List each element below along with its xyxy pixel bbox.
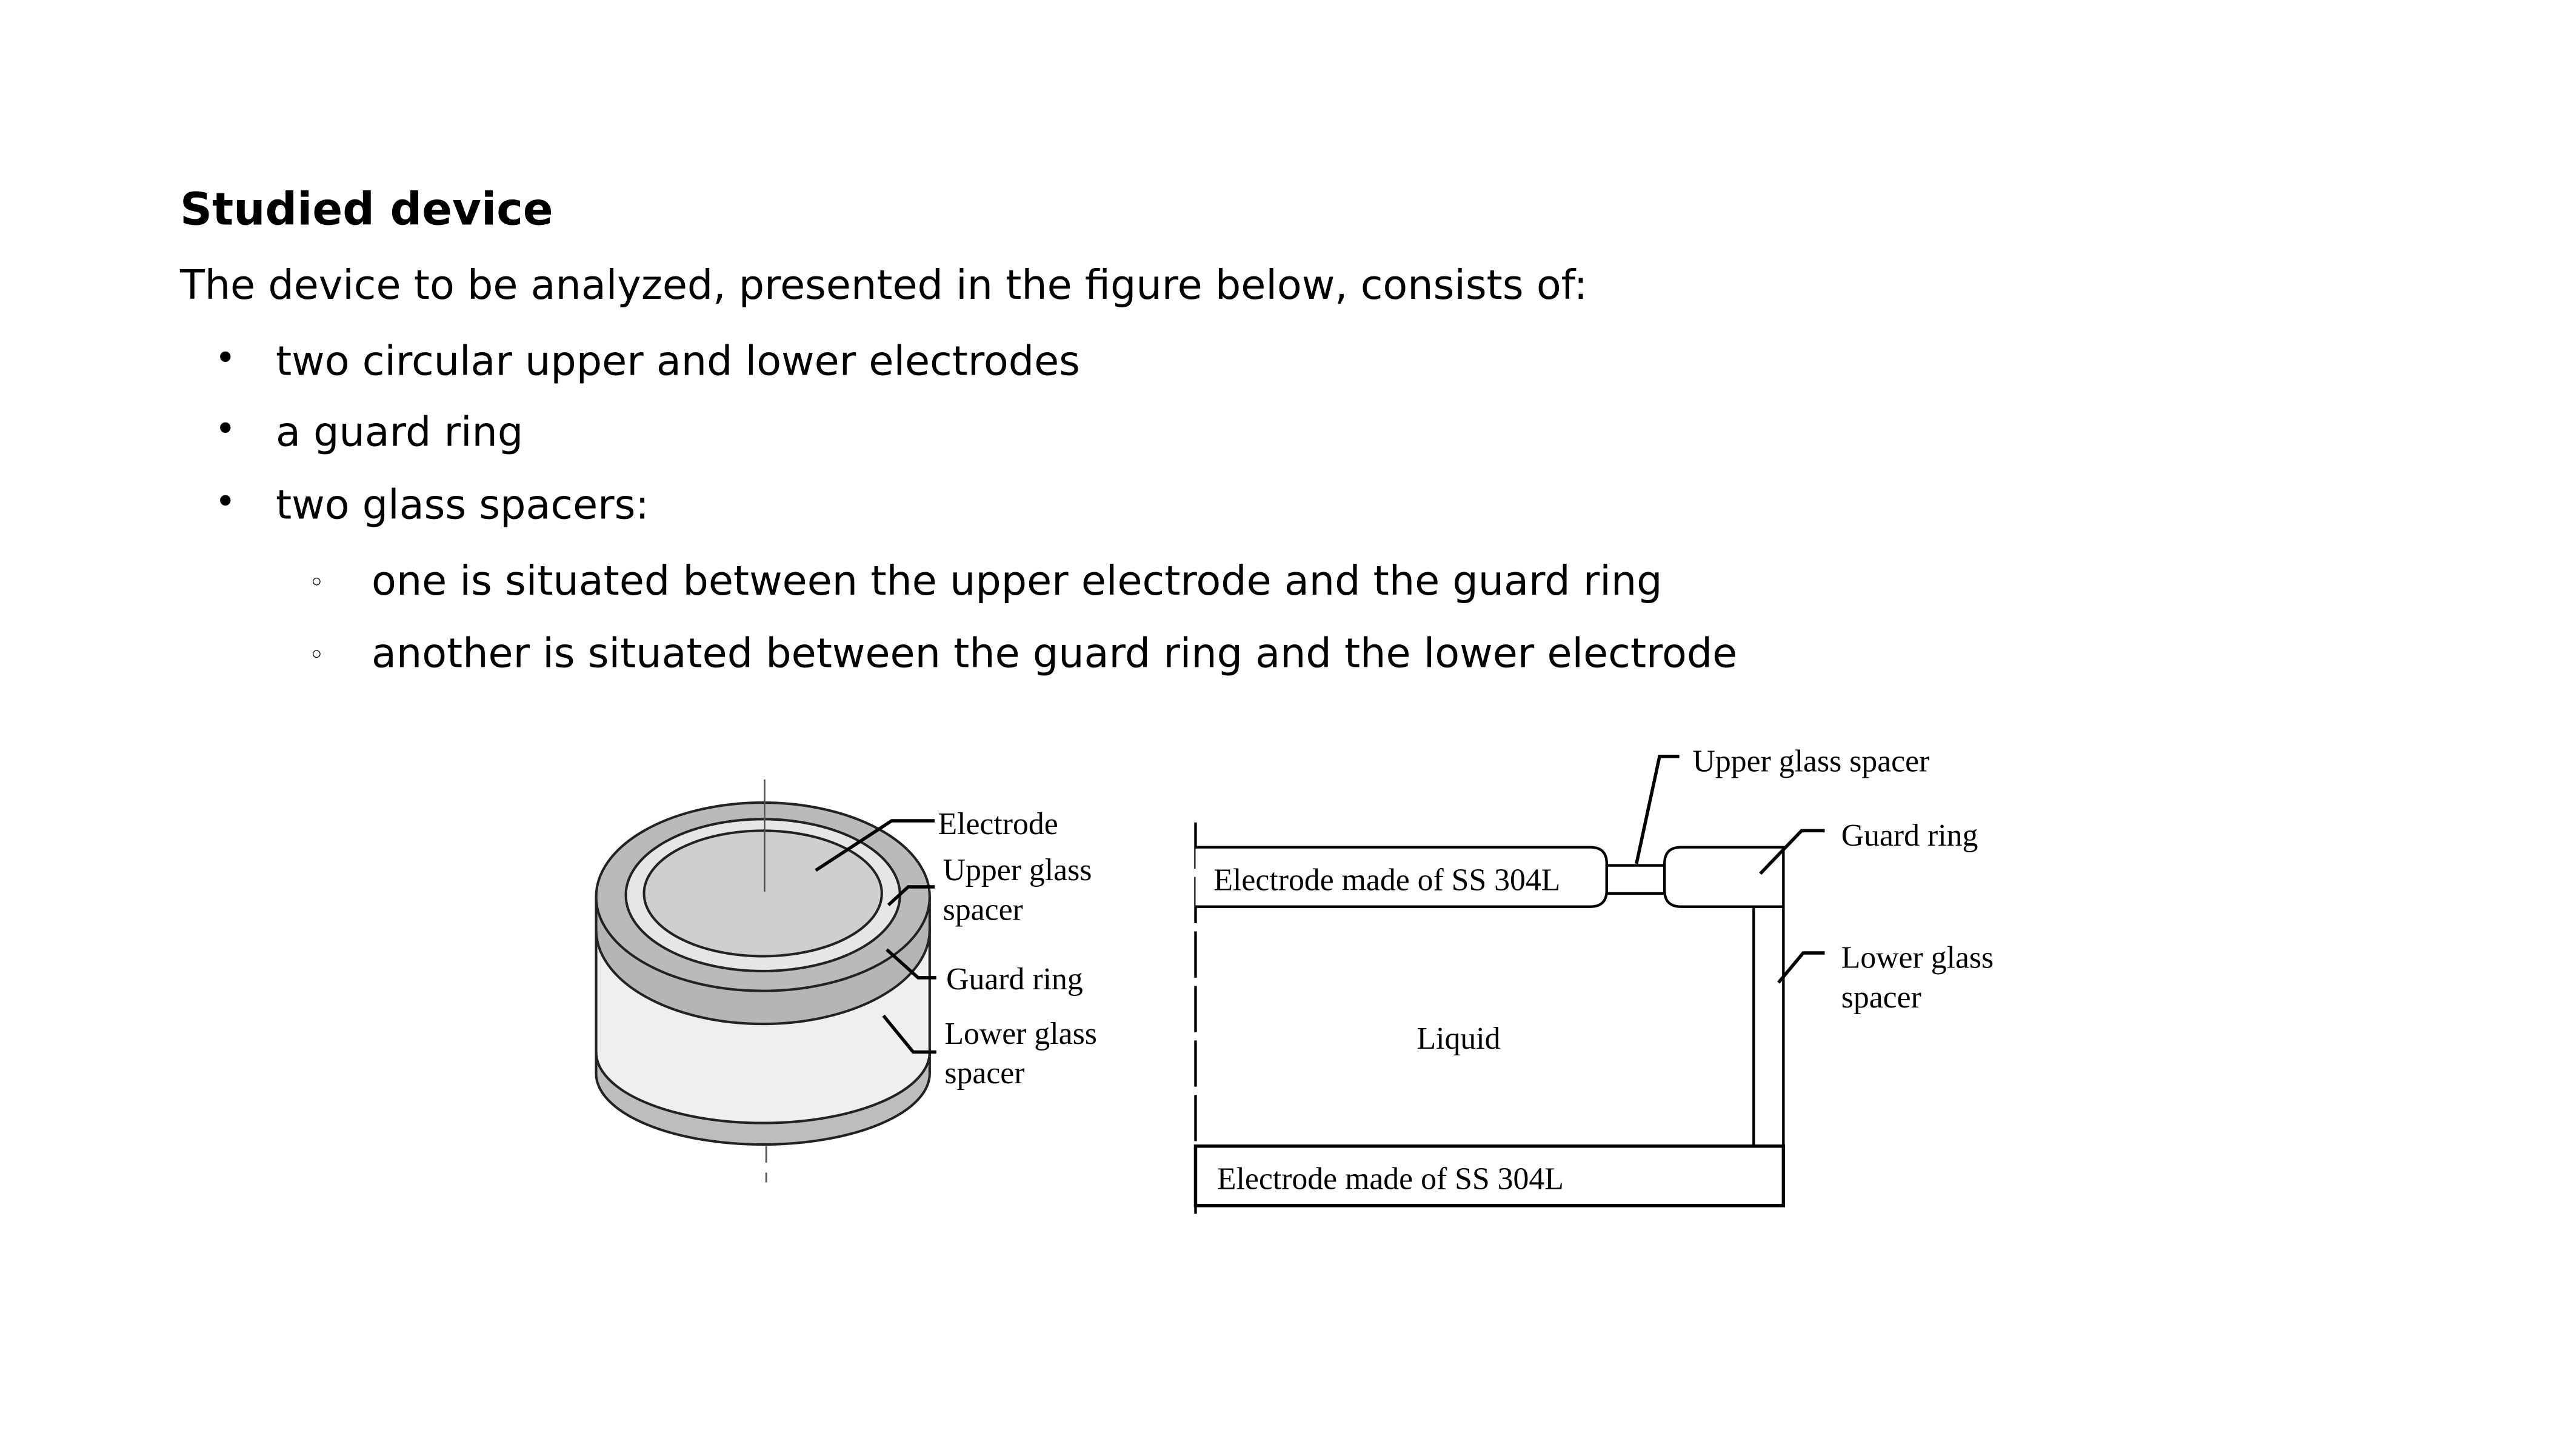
sub-bullet-item: one is situated between the upper electr… [371,556,1663,605]
label-bottom-electrode: Electrode made of SS 304L [1217,1162,1564,1197]
cylinder-label-arrows [815,819,936,1054]
label-liquid: Liquid [1417,1021,1501,1056]
label-lower-glass-right: Lower glass [1841,940,1994,975]
intro-paragraph: The device to be analyzed, presented in … [179,261,1588,309]
label-lower-glass-spacer: Lower glass [944,1017,1097,1051]
label-guard-ring-right: Guard ring [1841,818,1978,853]
bullet-marker: • [215,409,236,451]
sub-bullet-item: another is situated between the guard ri… [371,629,1738,678]
sub-bullet-marker: ◦ [309,566,325,598]
bullet-item: a guard ring [275,407,524,456]
label-upper-glass-spacer-2: spacer [943,892,1023,927]
cross-section-diagram [1193,822,1786,1214]
label-upper-glass-spacer: Upper glass [943,853,1092,887]
bullet-item: two circular upper and lower electrodes [275,336,1080,385]
label-top-electrode: Electrode made of SS 304L [1213,863,1560,897]
label-lower-glass-spacer-2: spacer [944,1056,1024,1091]
section-heading: Studied device [179,185,553,236]
cross-section-label-arrows [1635,755,1825,984]
bullet-marker: • [215,338,236,380]
label-upper-glass-spacer-right: Upper glass spacer [1693,744,1930,778]
label-lower-glass-right-2: spacer [1841,980,1921,1015]
bullet-item: two glass spacers: [275,480,649,529]
label-electrode: Electrode [938,807,1058,841]
bullet-marker: • [215,482,236,524]
sub-bullet-marker: ◦ [309,639,325,671]
cylinder-illustration [595,779,931,1183]
label-guard-ring: Guard ring [946,962,1083,997]
